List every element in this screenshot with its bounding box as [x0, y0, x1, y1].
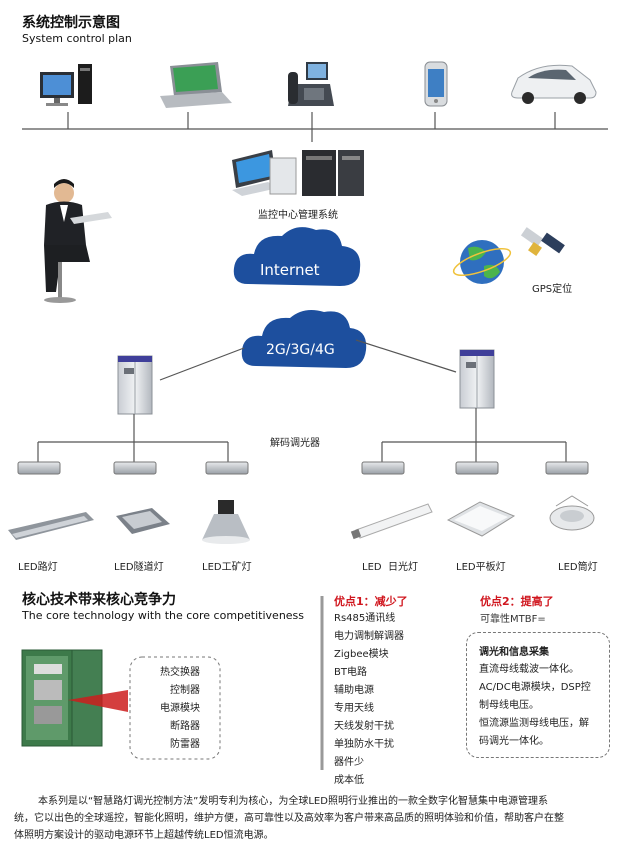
cabinet-item: 控制器 [170, 685, 200, 696]
mtbf-label: 可靠性MTBF= [480, 614, 546, 625]
panel-light-icon [446, 501, 516, 537]
high-bay-light-icon [202, 500, 250, 544]
downlight-icon [549, 495, 595, 531]
tunnel-light-icon [116, 508, 170, 534]
monitor-center-label: 监控中心管理系统 [258, 210, 338, 221]
top-bus [22, 112, 608, 142]
advantage2-line: 制母线电压。 [479, 700, 539, 711]
monitor-center-icon [232, 150, 364, 196]
tube-light-icon [350, 503, 433, 540]
advantage2-box-title: 调光和信息采集 [479, 647, 549, 658]
advantage2-box-lines: 直流母线载波一体化。 AC/DC电源模块，DSP控 制母线电压。 恒流源监测母线… [479, 661, 591, 751]
internet-label: Internet [260, 261, 320, 279]
lamp-label: LED隧道灯 [114, 562, 164, 573]
desk-phone-icon [288, 62, 334, 106]
cabinet-items: 热交换器 控制器 电源模块 断路器 防雷器 [154, 664, 200, 754]
led-driver-icon [17, 461, 589, 475]
advantage1-item: 天线发射干扰 [334, 721, 394, 732]
desktop-icon [40, 64, 92, 106]
advantage1-item: 辅助电源 [334, 685, 374, 696]
advantage1-item: 器件少 [334, 757, 364, 768]
advantage2-line: AC/DC电源模块，DSP控 [479, 682, 591, 693]
wan-links [159, 339, 457, 381]
advantage1-list: Rs485通讯线 电力调制解调器 Zigbee模块 BT电路 辅助电源 专用天线… [334, 610, 404, 790]
smartphone-icon [424, 61, 448, 107]
lamp-label: LED 日光灯 [362, 562, 418, 573]
page-title: 系统控制示意图 [22, 15, 120, 31]
internet-cloud [233, 227, 361, 286]
network-label: 2G/3G/4G [266, 342, 335, 358]
advantage1-item: Rs485通讯线 [334, 613, 396, 624]
core-title: 核心技术带来核心竞争力 [22, 592, 176, 608]
control-cabinet-photo [21, 649, 128, 747]
footer-paragraph: 本系列是以“智慧路灯调光控制方法”发明专利为核心，为全球LED照明行业推出的一款… [14, 793, 618, 844]
satellite-icon [520, 227, 565, 256]
advantage2-line: 恒流源监测母线电压，解 [479, 718, 589, 729]
footer-line: 统，它以出色的全球遥控，智能化照明，维护方便，高可靠性以及高效率为客户带来高品质… [14, 813, 564, 824]
cabinet-callout [129, 656, 221, 760]
lamp-label: LED路灯 [18, 562, 58, 573]
cabinet-item: 断路器 [170, 721, 200, 732]
businessman-icon [44, 179, 112, 303]
advantage2-box: 调光和信息采集 直流母线载波一体化。 AC/DC电源模块，DSP控 制母线电压。… [466, 632, 610, 758]
core-subtitle: The core technology with the core compet… [22, 609, 305, 622]
right-distribution [381, 408, 567, 462]
lamp-label: LED工矿灯 [202, 562, 252, 573]
lamp-label: LED筒灯 [558, 562, 598, 573]
right-cabinet-icon [459, 349, 495, 409]
advantage1-title: 优点1：减少了 [334, 595, 408, 608]
lamp-label: LED平板灯 [456, 562, 506, 573]
cabinet-item: 热交换器 [160, 667, 200, 678]
gps-globe-icon [452, 240, 512, 284]
cabinet-item: 电源模块 [160, 703, 200, 714]
advantage1-item: Zigbee模块 [334, 649, 389, 660]
advantage2-line: 码调光一体化。 [479, 736, 549, 747]
network-cloud [241, 310, 367, 368]
advantage2-title: 优点2：提高了 [480, 595, 554, 608]
advantage1-item: 单独防水干扰 [334, 739, 394, 750]
street-light-icon [8, 512, 94, 540]
advantage1-item: 成本低 [334, 775, 364, 786]
advantage2-line: 直流母线载波一体化。 [479, 664, 579, 675]
left-cabinet-icon [117, 355, 153, 415]
decoder-label: 解码调光器 [270, 438, 320, 449]
advantage1-item: 电力调制解调器 [334, 631, 404, 642]
footer-line: 本系列是以“智慧路灯调光控制方法”发明专利为核心，为全球LED照明行业推出的一款… [38, 796, 548, 807]
footer-line: 体照明方案设计的驱动电源环节上超越传统LED恒流电源。 [14, 830, 274, 841]
laptop-icon [160, 62, 232, 108]
page-subtitle: System control plan [22, 32, 132, 45]
advantage1-item: 专用天线 [334, 703, 374, 714]
cabinet-item: 防雷器 [170, 739, 200, 750]
car-icon [511, 64, 597, 104]
left-distribution [37, 414, 229, 462]
gps-label: GPS定位 [532, 284, 573, 295]
advantage1-item: BT电路 [334, 667, 367, 678]
